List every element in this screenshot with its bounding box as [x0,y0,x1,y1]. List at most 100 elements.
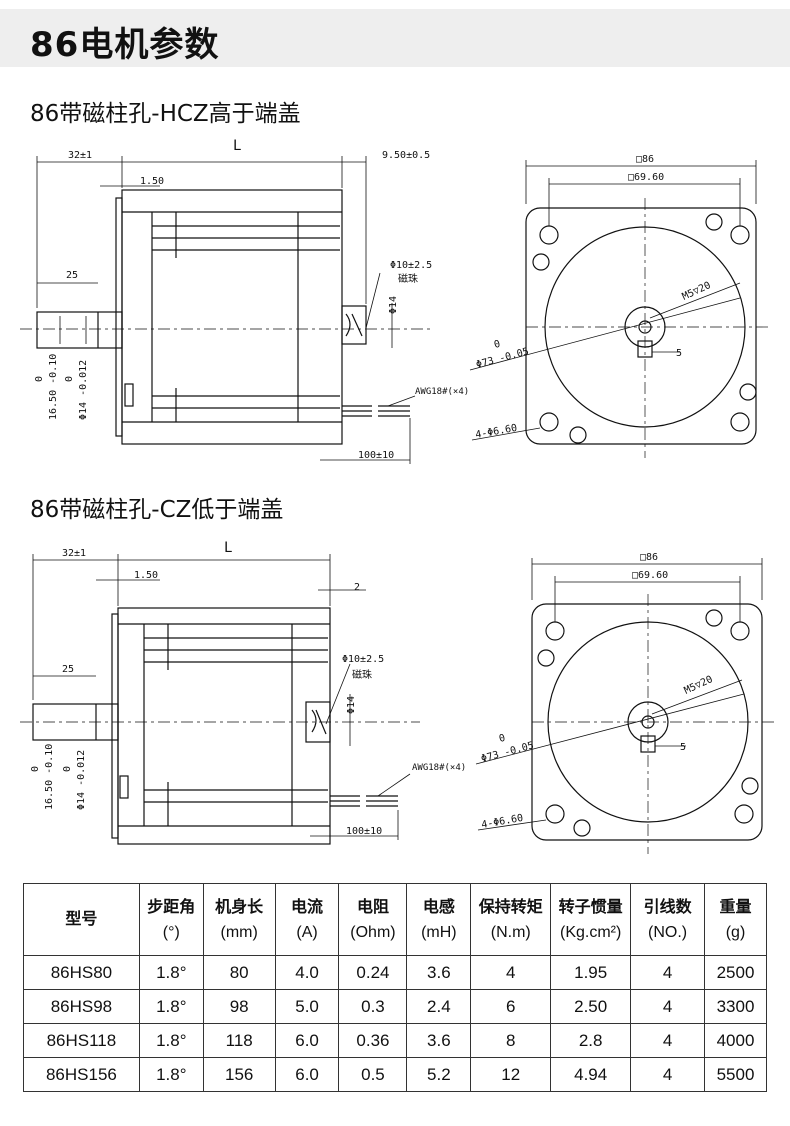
label-2: 2 [354,582,360,593]
label-150: 1.50 [140,176,164,187]
magnet-side [341,305,367,345]
cell-resistance: 0.5 [338,1057,408,1092]
cell-resistance: 0.24 [338,955,408,990]
cell-inductance: 5.2 [406,1057,472,1092]
cell-model: 86HS118 [23,1023,140,1058]
label-phi73-zero: 0 [493,339,502,351]
cell-body-length: 118 [202,1023,276,1058]
label-phi14: Φ14 [346,696,357,714]
label-shaft-dia: 16.50 -0.10 [44,744,55,810]
label-m5: M5▽20 [681,280,713,303]
label-shaft-phi14: Φ14 -0.012 [76,750,87,810]
cell-lead-count: 4 [630,989,706,1024]
cell-holding-torque: 4 [470,955,552,990]
cell-inductance: 2.4 [406,989,472,1024]
drawing-hcz: L 32±1 9.50±0.5 1.50 25 Φ10±2.5 磁珠 Φ14 A… [20,138,770,464]
label-phi10: Φ10±2.5 [342,654,384,665]
label-zero-a: 0 [34,376,45,382]
label-key5: 5 [676,348,682,359]
cell-weight: 5500 [704,1057,767,1092]
cell-rotor-inertia: 2.50 [550,989,632,1024]
cell-lead-count: 4 [630,1023,706,1058]
label-25: 25 [66,270,78,281]
label-awg: AWG18#(×4) [415,387,469,397]
cell-holding-torque: 12 [470,1057,552,1092]
label-shaft-dia: 16.50 -0.10 [48,354,59,420]
cell-weight: 4000 [704,1023,767,1058]
motor-body-side [121,189,343,445]
label-32: 32±1 [68,150,92,161]
header-inductance: 电感(mH) [406,883,472,956]
header-holding-torque: 保持转矩(N.m) [470,883,552,956]
label-phi73: Φ73 -0.05 [475,346,530,371]
cell-lead-count: 4 [630,955,706,990]
cell-inductance: 3.6 [406,955,472,990]
motor-body-side [117,607,331,845]
cell-step-angle: 1.8° [138,1023,204,1058]
label-magnet: 磁珠 [398,272,418,285]
drawing-cz: L 32±1 2 1.50 25 Φ10±2.5 磁珠 Φ14 AWG18#(×… [20,540,776,854]
header-step-angle: 步距角(°) [138,883,204,956]
label-m5: M5▽20 [683,674,715,697]
cell-rotor-inertia: 2.8 [550,1023,632,1058]
label-25: 25 [62,664,74,675]
cell-model: 86HS80 [23,955,140,990]
cell-model: 86HS156 [23,1057,140,1092]
cell-holding-torque: 6 [470,989,552,1024]
header-model: 型号 [23,883,140,956]
label-zero-b: 0 [62,766,73,772]
label-L: L [233,138,241,154]
label-150: 1.50 [134,570,158,581]
label-100: 100±10 [346,826,382,837]
cell-weight: 3300 [704,989,767,1024]
cell-current: 6.0 [274,1023,340,1058]
section-title-cz: 86带磁柱孔-CZ低于端盖 [30,497,284,523]
header-rotor-inertia: 转子惯量(Kg.cm²) [550,883,632,956]
shaft-side [36,311,123,349]
label-shaft-phi14: Φ14 -0.012 [78,360,89,420]
label-32: 32±1 [62,548,86,559]
cell-resistance: 0.36 [338,1023,408,1058]
table-header-row: 型号 步距角(°) 机身长(mm) 电流(A) 电阻(Ohm) 电感(mH) 保… [23,883,767,956]
header-body-length: 机身长(mm) [202,883,276,956]
label-sq86: □86 [636,154,654,165]
label-sq69: □69.60 [632,570,668,581]
cell-step-angle: 1.8° [138,1057,204,1092]
label-phi14: Φ14 [388,296,399,314]
label-sq86: □86 [640,552,658,563]
label-L: L [224,540,232,556]
label-magnet: 磁珠 [352,668,372,681]
label-sq69: □69.60 [628,172,664,183]
label-phi73-zero: 0 [498,733,507,745]
cell-model: 86HS98 [23,989,140,1024]
cell-step-angle: 1.8° [138,955,204,990]
label-phi10: Φ10±2.5 [390,260,432,271]
cell-current: 4.0 [274,955,340,990]
label-100: 100±10 [358,450,394,461]
label-phi73: Φ73 -0.05 [480,740,535,765]
cell-resistance: 0.3 [338,989,408,1024]
header-weight: 重量(g) [704,883,767,956]
cell-inductance: 3.6 [406,1023,472,1058]
cell-body-length: 98 [202,989,276,1024]
label-zero-a: 0 [30,766,41,772]
table-row: 86HS98 1.8° 98 5.0 0.3 2.4 6 2.50 4 3300 [23,989,767,1024]
cell-rotor-inertia: 1.95 [550,955,632,990]
label-awg: AWG18#(×4) [412,763,466,773]
header-lead-count: 引线数(NO.) [630,883,706,956]
motor-front-square [525,207,757,445]
cell-body-length: 80 [202,955,276,990]
label-key5: 5 [680,742,686,753]
cell-current: 6.0 [274,1057,340,1092]
cell-step-angle: 1.8° [138,989,204,1024]
cell-rotor-inertia: 4.94 [550,1057,632,1092]
cell-lead-count: 4 [630,1057,706,1092]
table-row: 86HS156 1.8° 156 6.0 0.5 5.2 12 4.94 4 5… [23,1057,767,1092]
section-title-hcz: 86带磁柱孔-HCZ高于端盖 [30,101,301,127]
table-row: 86HS118 1.8° 118 6.0 0.36 3.6 8 2.8 4 40… [23,1023,767,1058]
label-holes: 4-Φ6.60 [475,423,518,441]
cell-current: 5.0 [274,989,340,1024]
cell-weight: 2500 [704,955,767,990]
table-row: 86HS80 1.8° 80 4.0 0.24 3.6 4 1.95 4 250… [23,955,767,990]
header-resistance: 电阻(Ohm) [338,883,408,956]
